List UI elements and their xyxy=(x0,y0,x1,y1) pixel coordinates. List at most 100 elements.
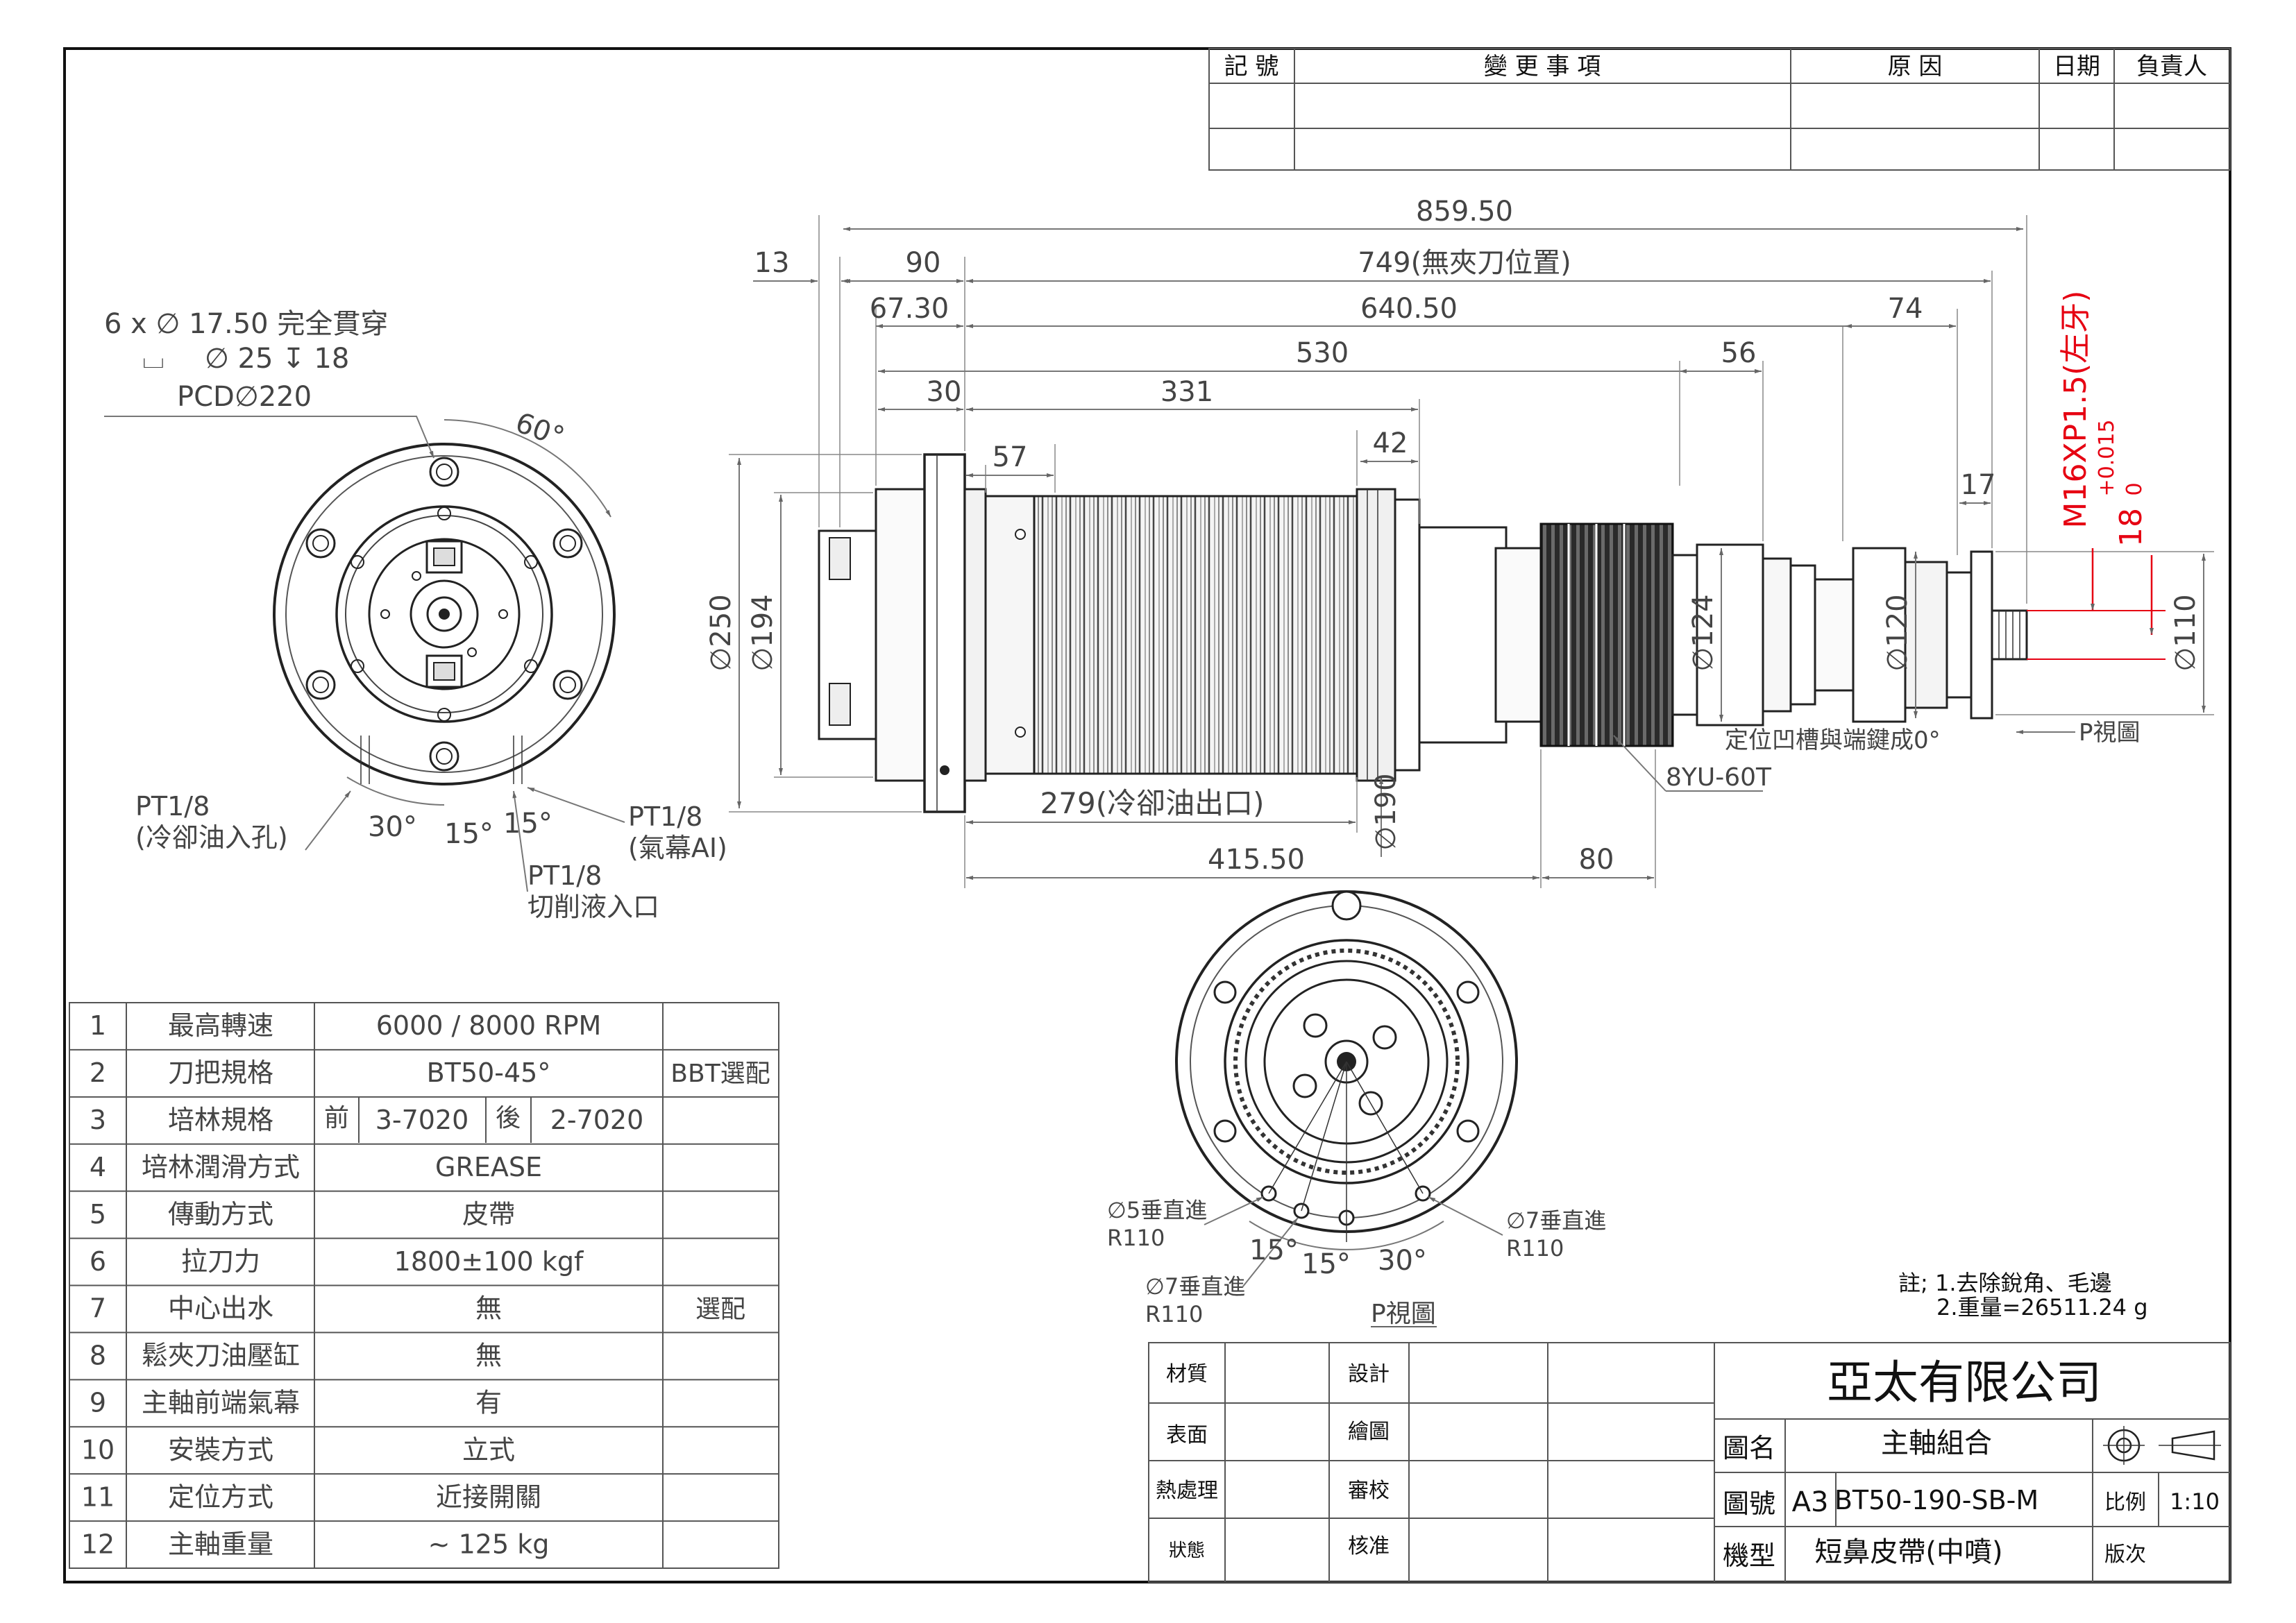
spec-row-value: 無 xyxy=(475,1293,502,1324)
pcd-spec: PCD∅220 xyxy=(177,381,312,413)
p-hole5-line1: ∅5垂直進 xyxy=(1107,1197,1207,1223)
spec-row-no: 6 xyxy=(90,1246,106,1277)
tolerance-base: 18 xyxy=(2113,508,2149,547)
pt-air-line2: (氣幕AI) xyxy=(628,833,727,863)
spec-row-no: 3 xyxy=(90,1105,106,1135)
tb-name-label: 圖名 xyxy=(1723,1433,1775,1463)
front-view-annotations: 6 x ∅ 17.50 完全貫穿 ⌴ ∅ 25 ↧ 18 PCD∅220 60°… xyxy=(104,308,727,922)
spindle-side-view xyxy=(818,453,2028,813)
dim-415-50: 415.50 xyxy=(1208,844,1305,876)
dim-80: 80 xyxy=(1579,844,1614,876)
spec-row-no: 7 xyxy=(90,1293,106,1324)
spec-row-no: 10 xyxy=(81,1434,115,1465)
spec-row-no: 2 xyxy=(90,1057,106,1088)
pt-coolant-line2: (冷卻油入孔) xyxy=(135,822,288,853)
dim-phi194: ∅194 xyxy=(747,594,779,671)
spec-row-item: 中心出水 xyxy=(168,1293,273,1324)
spec-row-item: 安裝方式 xyxy=(168,1434,273,1465)
dim-90: 90 xyxy=(906,247,941,279)
horizontal-dimensions: 859.50 13 90 749(無夾刀位置) 67.30 640.50 74 … xyxy=(753,196,2027,888)
spec-row-value: 近接開關 xyxy=(436,1481,541,1512)
tb-version-label: 版次 xyxy=(2104,1543,2146,1567)
note-line1: 註; 1.去除銳角、毛邊 xyxy=(1898,1270,2112,1296)
p-angle-15b: 15° xyxy=(1301,1248,1351,1280)
spec-row-item: 刀把規格 xyxy=(168,1057,273,1088)
spec-row-value: BT50-45° xyxy=(427,1057,551,1088)
tb-company: 亞太有限公司 xyxy=(1827,1356,2102,1409)
spec-row-extra: 選配 xyxy=(695,1295,745,1324)
p-hole7a-line1: ∅7垂直進 xyxy=(1506,1207,1606,1234)
tb-approve: 核准 xyxy=(1348,1534,1390,1558)
p-view-annotations: ∅5垂直進 R110 ∅7垂直進 R110 ∅7垂直進 R110 15° 15°… xyxy=(1107,1196,1606,1328)
spec-row-item: 鬆夾刀油壓缸 xyxy=(142,1341,300,1371)
dim-67-30: 67.30 xyxy=(870,293,949,325)
rev-header-owner: 負責人 xyxy=(2136,53,2207,80)
p-hole7a-line2: R110 xyxy=(1506,1235,1564,1261)
spec-row-value: 有 xyxy=(475,1388,502,1418)
tb-material: 材質 xyxy=(1166,1362,1208,1386)
dim-57: 57 xyxy=(993,441,1028,473)
rev-header-mark: 記 號 xyxy=(1224,53,1279,80)
tb-state: 狀態 xyxy=(1169,1540,1205,1561)
spec-row-value: GREASE xyxy=(435,1152,542,1182)
belt-spec: 8YU-60T xyxy=(1666,763,1772,792)
tb-scale: 1:10 xyxy=(2170,1488,2220,1515)
angle-60: 60° xyxy=(512,407,568,453)
dim-74: 74 xyxy=(1888,293,1923,325)
tb-scale-label: 比例 xyxy=(2104,1490,2146,1515)
tb-heat: 熱處理 xyxy=(1156,1479,1218,1503)
p-view-arrow-label: P視圖 xyxy=(2079,719,2141,747)
spec-row-item: 拉刀力 xyxy=(181,1246,260,1277)
pt-cut-line2: 切削液入口 xyxy=(527,892,659,922)
tolerance-upper: +0.015 xyxy=(2095,419,2119,496)
spec-rear-value: 2-7020 xyxy=(550,1105,644,1135)
spec-row-item: 傳動方式 xyxy=(168,1199,273,1230)
tb-design: 設計 xyxy=(1348,1362,1390,1386)
dim-phi250: ∅250 xyxy=(705,594,737,671)
tb-review: 審校 xyxy=(1348,1479,1390,1503)
bore-symbol: ⌴ xyxy=(142,343,164,375)
tolerance-lower: 0 xyxy=(2122,482,2147,495)
dim-13: 13 xyxy=(754,247,790,279)
spec-row-item: 培林規格 xyxy=(168,1105,273,1135)
holes-spec: 6 x ∅ 17.50 完全貫穿 xyxy=(104,308,388,340)
title-block: 材質 表面 熱處理 狀態 設計 繪圖 審校 核准 亞太有限公司 圖名 主軸組合 … xyxy=(1148,1342,2231,1583)
spec-row-value: 立式 xyxy=(462,1434,515,1465)
p-angle-15a: 15° xyxy=(1249,1234,1299,1266)
spec-row-value: 1800±100 kgf xyxy=(394,1246,584,1277)
pt-air-line1: PT1/8 xyxy=(628,801,702,832)
dim-42: 42 xyxy=(1373,427,1408,459)
side-view-notes: 定位凹槽與端鍵成0° P視圖 8YU-60T xyxy=(1613,719,2141,792)
spec-row-value: 皮帶 xyxy=(462,1199,515,1230)
rev-header-date: 日期 xyxy=(2053,53,2100,80)
spec-row-value: ~ 125 kg xyxy=(428,1529,550,1559)
dim-859-50: 859.50 xyxy=(1416,196,1513,228)
dim-279: 279(冷卻油出口) xyxy=(1040,786,1265,820)
spec-row-extra: BBT選配 xyxy=(670,1060,770,1088)
spec-row-value: 無 xyxy=(475,1341,502,1371)
dim-530: 530 xyxy=(1296,337,1349,369)
spec-rear-label: 後 xyxy=(496,1104,521,1132)
revision-table: 記 號 變 更 事 項 原 因 日期 負責人 xyxy=(1208,48,2231,171)
sheet-border xyxy=(63,47,2231,1583)
counterbore-spec: ∅ 25 ↧ 18 xyxy=(205,343,349,375)
pt-cut-line1: PT1/8 xyxy=(527,860,602,891)
p-view xyxy=(1175,890,1518,1250)
rev-header-change: 變 更 事 項 xyxy=(1484,53,1601,80)
spec-row-item: 培林潤滑方式 xyxy=(142,1152,300,1182)
dim-phi190: ∅190 xyxy=(1370,773,1402,850)
dim-640-50: 640.50 xyxy=(1360,293,1458,325)
dim-phi124: ∅124 xyxy=(1687,594,1719,671)
projection-symbol xyxy=(2103,1426,2221,1465)
spec-row-item: 定位方式 xyxy=(168,1481,273,1512)
spec-row-no: 5 xyxy=(90,1199,106,1230)
spec-row-value: 6000 / 8000 RPM xyxy=(376,1010,602,1041)
p-hole7b-line1: ∅7垂直進 xyxy=(1145,1273,1245,1300)
p-view-caption: P視圖 xyxy=(1371,1300,1436,1328)
tb-draw: 繪圖 xyxy=(1348,1420,1390,1444)
dim-749: 749(無夾刀位置) xyxy=(1358,247,1571,279)
dim-phi110: ∅110 xyxy=(2170,594,2202,671)
spec-row-no: 4 xyxy=(90,1152,106,1182)
pt-coolant-line1: PT1/8 xyxy=(135,791,210,822)
